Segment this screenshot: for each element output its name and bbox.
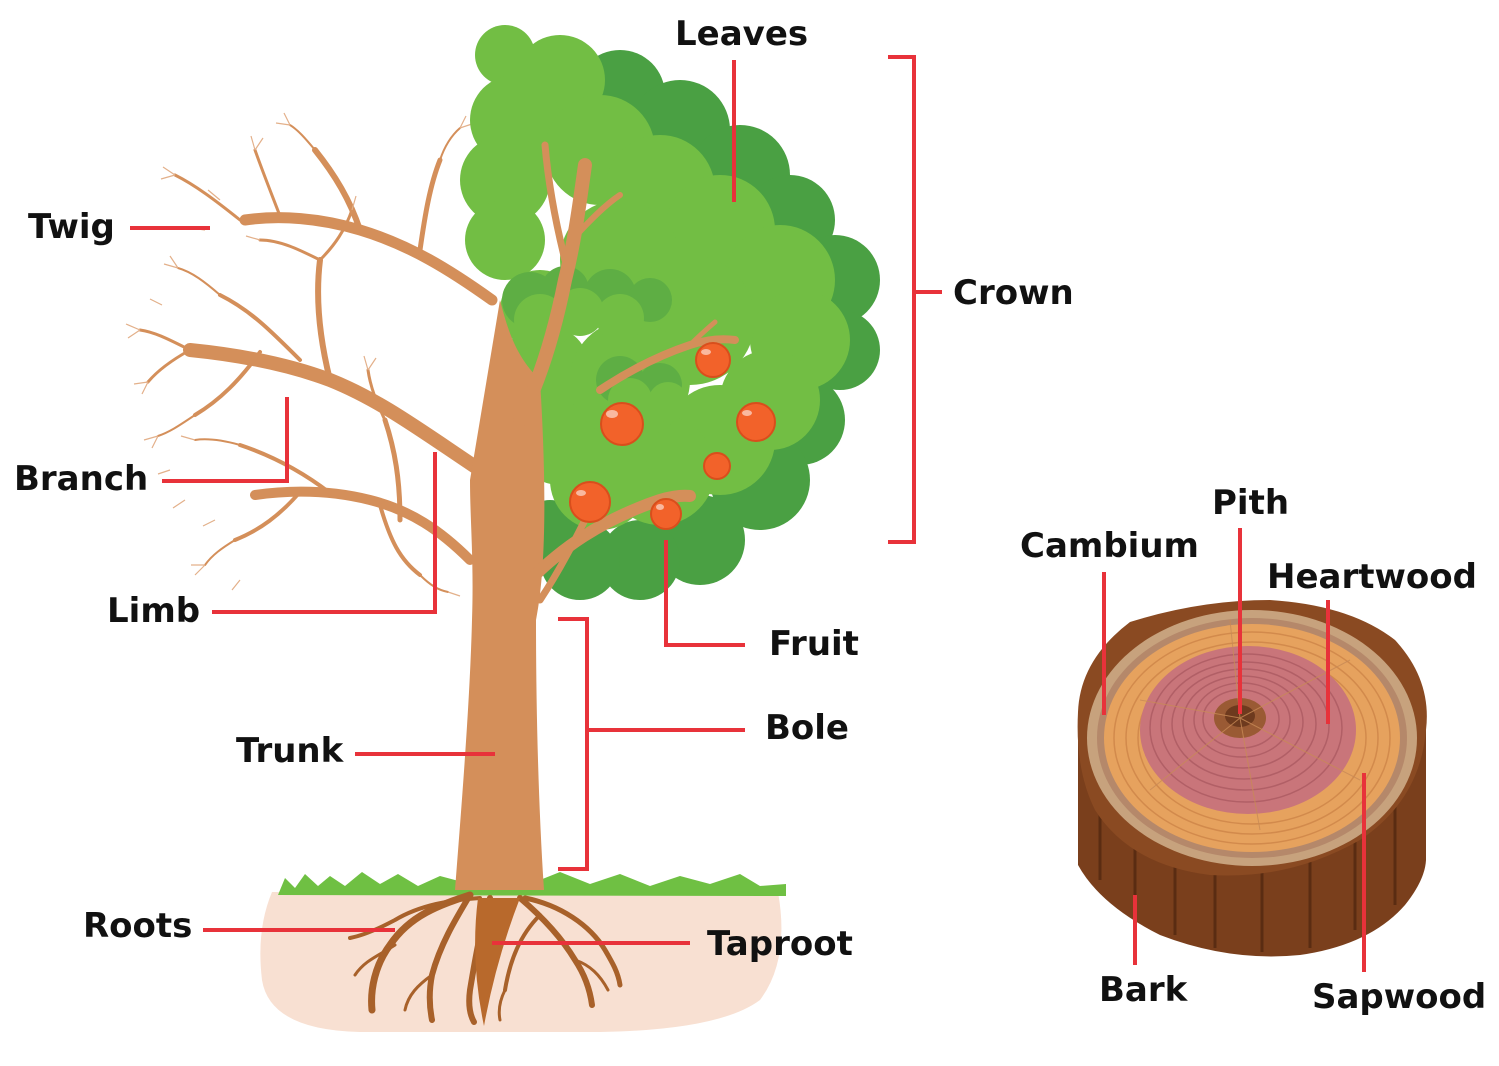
- leader-branch: [162, 397, 289, 483]
- bracket-crown: [888, 55, 942, 544]
- label-taproot: Taproot: [707, 924, 853, 964]
- bracket-bole: [558, 617, 745, 871]
- label-crown: Crown: [953, 273, 1074, 313]
- label-limb: Limb: [107, 591, 201, 631]
- leader-fruit: [664, 540, 745, 647]
- label-pith: Pith: [1212, 483, 1290, 523]
- label-bole: Bole: [765, 708, 849, 748]
- label-branch: Branch: [14, 459, 149, 499]
- label-leaves: Leaves: [675, 14, 809, 54]
- twig-tips: [125, 112, 473, 597]
- label-trunk: Trunk: [236, 731, 344, 771]
- label-fruit: Fruit: [769, 624, 859, 664]
- label-heartwood: Heartwood: [1267, 557, 1477, 597]
- stump-cross-section: [1077, 600, 1427, 957]
- leader-limb: [212, 452, 437, 614]
- label-twig: Twig: [28, 207, 115, 247]
- label-sapwood: Sapwood: [1312, 977, 1487, 1017]
- leader-lines: [130, 55, 1366, 972]
- label-cambium: Cambium: [1020, 526, 1199, 566]
- taproot-shape: [475, 898, 520, 1026]
- bare-branches: [138, 124, 498, 593]
- fruits: [569, 342, 776, 530]
- leaf-canopy: [460, 25, 880, 600]
- roots-illustration: [348, 891, 623, 1025]
- label-bark: Bark: [1099, 970, 1188, 1010]
- trunk-illustration: [455, 141, 739, 890]
- label-roots: Roots: [83, 906, 193, 946]
